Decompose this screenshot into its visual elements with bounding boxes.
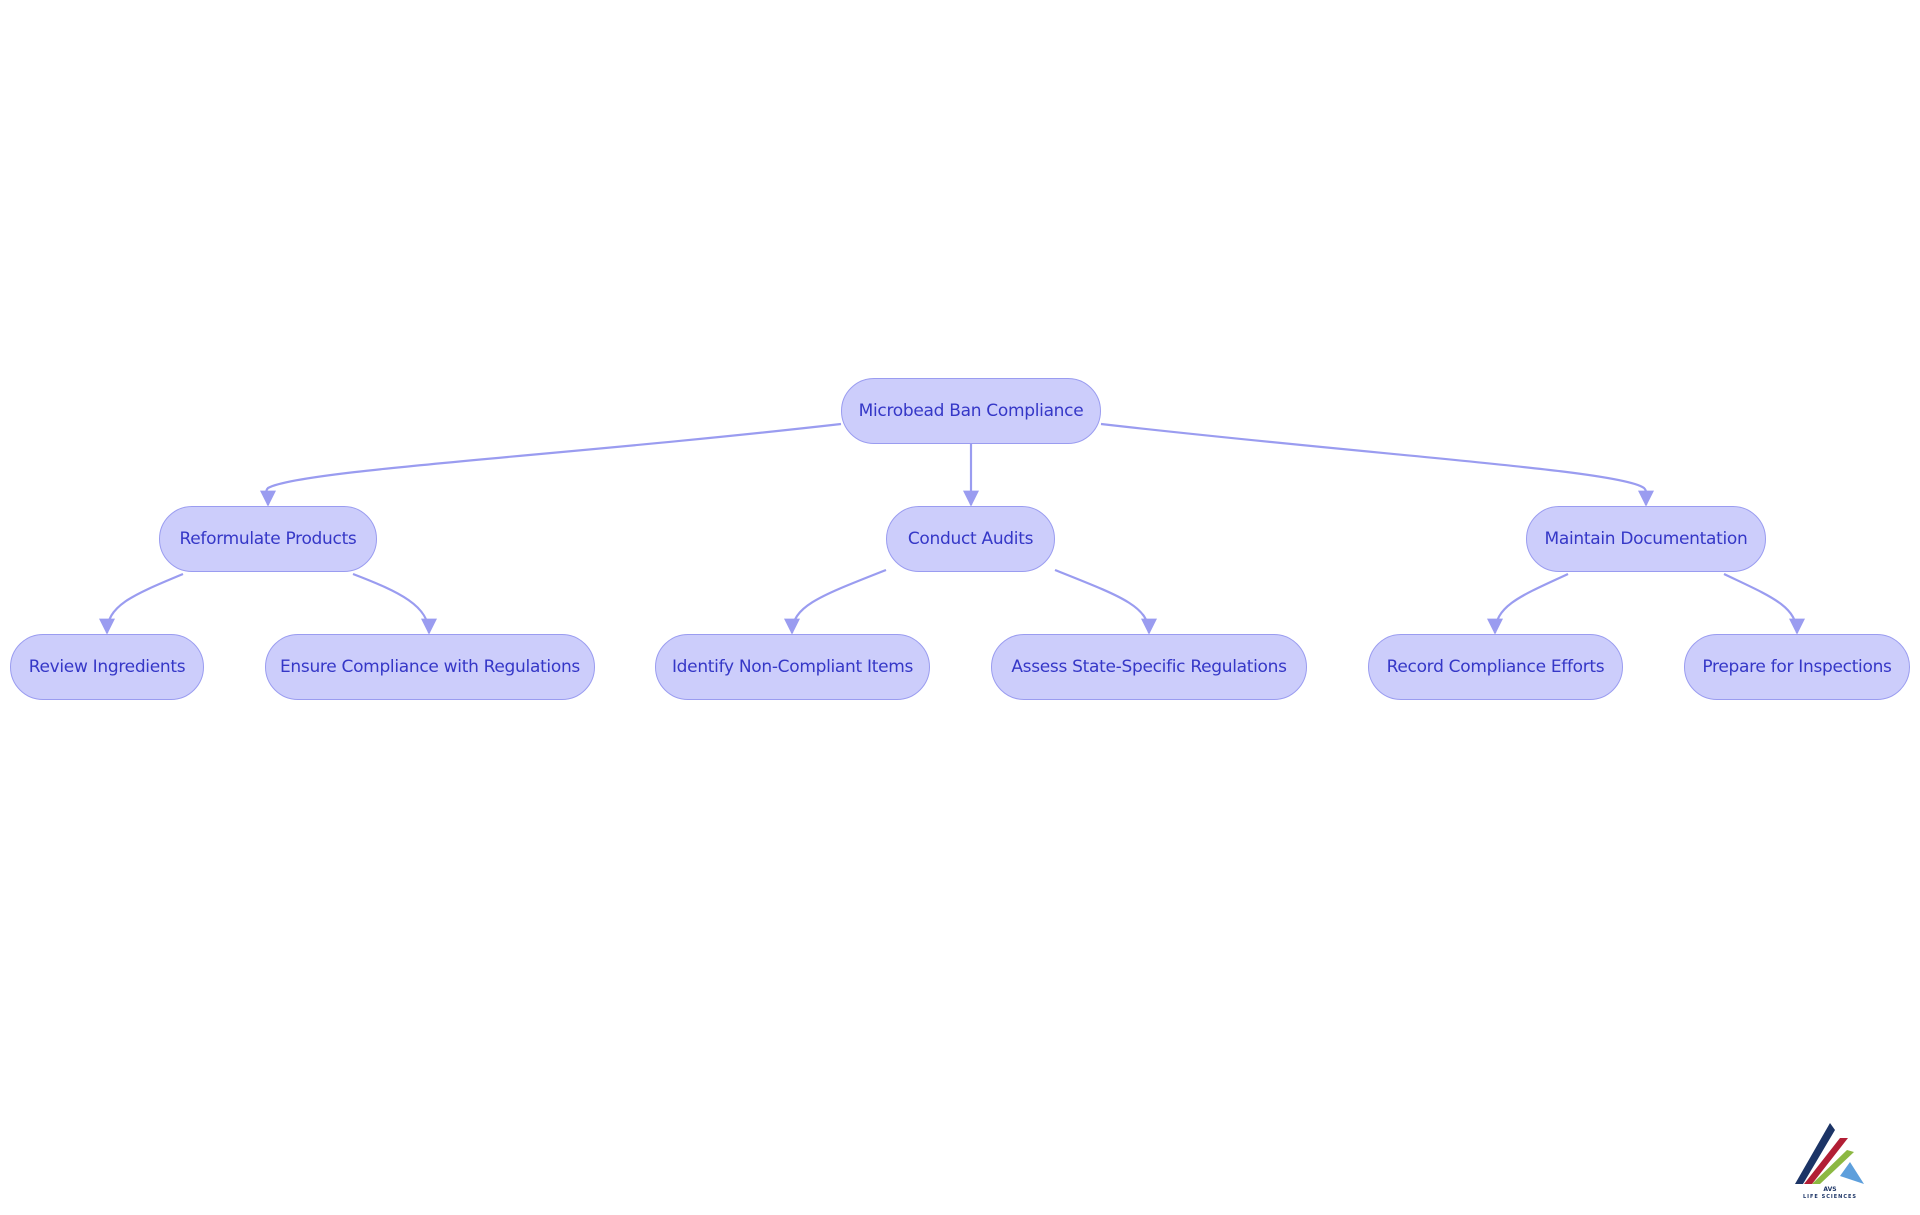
edge-reformulate-review — [99, 572, 184, 635]
logo-brand: AVS — [1823, 1186, 1836, 1193]
node-maintain-documentation: Maintain Documentation — [1526, 506, 1766, 572]
edge-root-documentation — [1100, 422, 1655, 507]
node-assess-state-regulations: Assess State-Specific Regulations — [991, 634, 1307, 700]
node-ensure-compliance: Ensure Compliance with Regulations — [265, 634, 595, 700]
logo-tagline: LIFE SCIENCES — [1803, 1194, 1857, 1200]
node-review-ingredients: Review Ingredients — [10, 634, 204, 700]
edge-documentation-prepare — [1723, 573, 1805, 635]
avs-logo: AVS LIFE SCIENCES — [1795, 1123, 1864, 1200]
node-root: Microbead Ban Compliance — [841, 378, 1101, 444]
edge-audits-identify — [784, 568, 887, 635]
node-reformulate-products: Reformulate Products — [159, 506, 377, 572]
edge-reformulate-ensure — [352, 572, 437, 635]
edge-root-reformulate — [259, 422, 842, 507]
node-identify-non-compliant: Identify Non-Compliant Items — [655, 634, 930, 700]
edge-documentation-record — [1487, 573, 1569, 635]
node-record-compliance: Record Compliance Efforts — [1368, 634, 1623, 700]
edge-audits-assess — [1054, 568, 1157, 635]
node-prepare-inspections: Prepare for Inspections — [1684, 634, 1910, 700]
node-conduct-audits: Conduct Audits — [886, 506, 1055, 572]
